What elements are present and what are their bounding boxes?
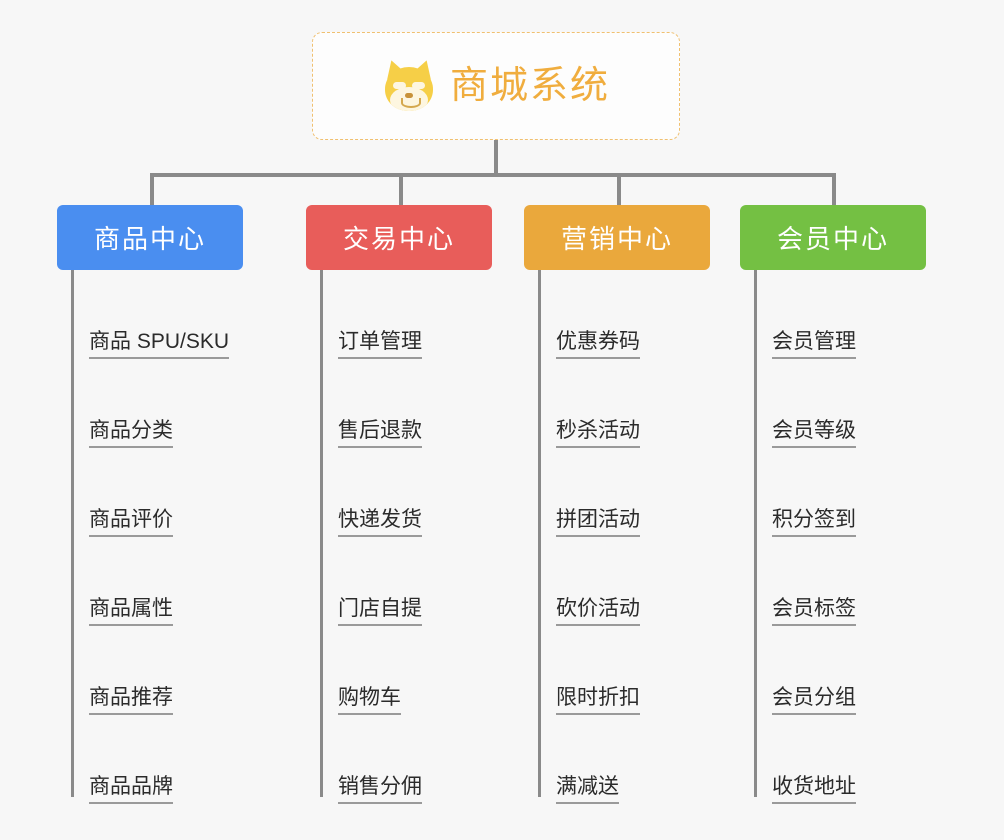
- leaf-label: 会员管理: [772, 330, 856, 359]
- leaf-label: 售后退款: [338, 419, 422, 448]
- leaf-label: 会员分组: [772, 686, 856, 715]
- connector-drop-marketing-center: [617, 173, 621, 205]
- leaf-item[interactable]: 会员管理: [740, 270, 930, 359]
- leaf-label: 积分签到: [772, 508, 856, 537]
- connector-drop-member-center: [832, 173, 836, 205]
- leaf-item[interactable]: 商品评价: [57, 448, 307, 537]
- leaf-item[interactable]: 商品分类: [57, 359, 307, 448]
- root-node[interactable]: 商城系统: [312, 32, 680, 140]
- root-title: 商城系统: [449, 65, 610, 107]
- column-header-product-center[interactable]: 商品中心: [57, 205, 243, 270]
- leaf-item[interactable]: 购物车: [306, 626, 496, 715]
- leaf-list-product-center: 商品 SPU/SKU 商品分类 商品评价 商品属性 商品推荐 商品品牌: [57, 270, 307, 804]
- leaf-item[interactable]: 砍价活动: [524, 537, 714, 626]
- leaf-label: 拼团活动: [556, 508, 640, 537]
- leaf-item[interactable]: 会员等级: [740, 359, 930, 448]
- leaf-item[interactable]: 秒杀活动: [524, 359, 714, 448]
- leaf-list-marketing-center: 优惠券码 秒杀活动 拼团活动 砍价活动 限时折扣 满减送: [524, 270, 714, 804]
- leaf-label: 满减送: [556, 775, 619, 804]
- leaf-label: 秒杀活动: [556, 419, 640, 448]
- leaf-label: 会员等级: [772, 419, 856, 448]
- column-header-trade-center[interactable]: 交易中心: [306, 205, 492, 270]
- column-member-center: 会员中心 会员管理 会员等级 积分签到 会员标签 会员分组 收货地址: [740, 205, 930, 804]
- leaf-label: 会员标签: [772, 597, 856, 626]
- connector-drop-trade-center: [399, 173, 403, 205]
- leaf-item[interactable]: 门店自提: [306, 537, 496, 626]
- column-header-marketing-center[interactable]: 营销中心: [524, 205, 710, 270]
- leaf-label: 限时折扣: [556, 686, 640, 715]
- leaf-label: 商品推荐: [89, 686, 173, 715]
- leaf-item[interactable]: 售后退款: [306, 359, 496, 448]
- leaf-spine: [538, 270, 541, 797]
- leaf-label: 购物车: [338, 686, 401, 715]
- leaf-item[interactable]: 商品推荐: [57, 626, 307, 715]
- leaf-label: 砍价活动: [556, 597, 640, 626]
- leaf-label: 门店自提: [338, 597, 422, 626]
- leaf-label: 商品属性: [89, 597, 173, 626]
- column-product-center: 商品中心 商品 SPU/SKU 商品分类 商品评价 商品属性 商品推荐 商品品牌: [57, 205, 307, 804]
- leaf-spine: [754, 270, 757, 797]
- leaf-item[interactable]: 收货地址: [740, 715, 930, 804]
- column-trade-center: 交易中心 订单管理 售后退款 快递发货 门店自提 购物车 销售分佣: [306, 205, 496, 804]
- column-marketing-center: 营销中心 优惠券码 秒杀活动 拼团活动 砍价活动 限时折扣 满减送: [524, 205, 714, 804]
- connector-drop-product-center: [150, 173, 154, 205]
- leaf-list-trade-center: 订单管理 售后退款 快递发货 门店自提 购物车 销售分佣: [306, 270, 496, 804]
- leaf-spine: [320, 270, 323, 797]
- leaf-item[interactable]: 销售分佣: [306, 715, 496, 804]
- leaf-label: 商品 SPU/SKU: [89, 330, 230, 359]
- leaf-item[interactable]: 会员标签: [740, 537, 930, 626]
- leaf-label: 收货地址: [772, 775, 856, 804]
- leaf-label: 商品评价: [89, 508, 173, 537]
- leaf-item[interactable]: 商品属性: [57, 537, 307, 626]
- leaf-list-member-center: 会员管理 会员等级 积分签到 会员标签 会员分组 收货地址: [740, 270, 930, 804]
- leaf-item[interactable]: 限时折扣: [524, 626, 714, 715]
- leaf-spine: [71, 270, 74, 797]
- leaf-item[interactable]: 会员分组: [740, 626, 930, 715]
- leaf-item[interactable]: 拼团活动: [524, 448, 714, 537]
- leaf-item[interactable]: 商品品牌: [57, 715, 307, 804]
- leaf-item[interactable]: 优惠券码: [524, 270, 714, 359]
- connector-stem: [494, 140, 498, 176]
- column-header-member-center[interactable]: 会员中心: [740, 205, 926, 270]
- leaf-label: 订单管理: [338, 330, 422, 359]
- leaf-item[interactable]: 快递发货: [306, 448, 496, 537]
- leaf-label: 商品品牌: [89, 775, 173, 804]
- shiba-inu-dog-face-icon: [381, 57, 437, 113]
- leaf-label: 快递发货: [338, 508, 422, 537]
- leaf-label: 商品分类: [89, 419, 173, 448]
- leaf-label: 销售分佣: [338, 775, 422, 804]
- leaf-label: 优惠券码: [556, 330, 640, 359]
- leaf-item[interactable]: 商品 SPU/SKU: [57, 270, 307, 359]
- leaf-item[interactable]: 满减送: [524, 715, 714, 804]
- leaf-item[interactable]: 订单管理: [306, 270, 496, 359]
- leaf-item[interactable]: 积分签到: [740, 448, 930, 537]
- connector-bus: [150, 173, 836, 177]
